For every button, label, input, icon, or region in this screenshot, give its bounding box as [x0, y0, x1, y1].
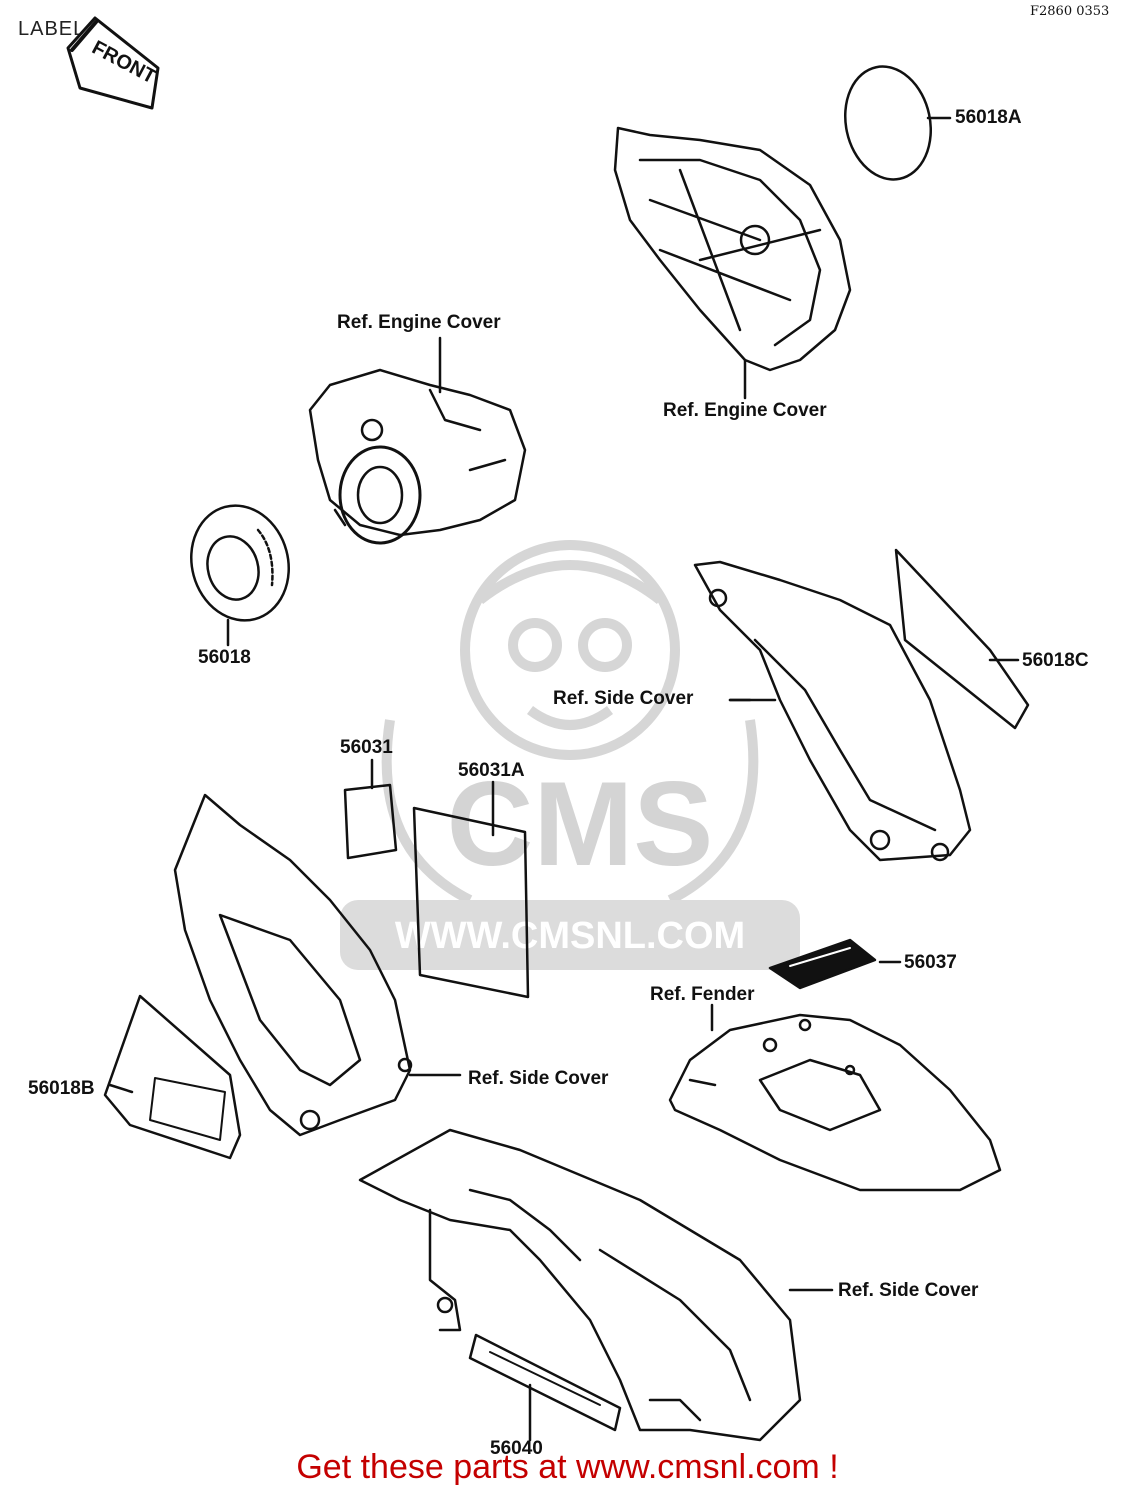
ref-engine-cover-upper: Ref. Engine Cover — [337, 312, 501, 333]
label-56018 — [190, 504, 290, 647]
side-cover-right-upper — [693, 560, 972, 862]
label-56037 — [768, 938, 902, 990]
watermark-url: WWW.CMSNL.COM — [395, 915, 745, 957]
label-56018A — [843, 65, 933, 181]
fender — [668, 1003, 1002, 1192]
label-56031 — [343, 783, 398, 860]
cms-watermark: CMS WWW.CMSNL.COM — [340, 540, 800, 970]
ref-engine-cover-right: Ref. Engine Cover — [663, 400, 827, 421]
ref-side-cover-middle: Ref. Side Cover — [468, 1068, 609, 1089]
label-56031A — [412, 806, 530, 999]
side-cover-lower — [358, 1128, 834, 1442]
ref-side-cover-upper: Ref. Side Cover — [553, 688, 694, 709]
ref-fender: Ref. Fender — [650, 984, 755, 1005]
front-arrow-label: FRONT — [66, 16, 160, 110]
part-56037: 56037 — [904, 952, 957, 973]
side-cover-left — [173, 793, 462, 1137]
label-56018C — [894, 548, 1030, 730]
part-56031: 56031 — [340, 737, 393, 758]
label-56018B — [103, 994, 242, 1160]
ref-side-cover-lower: Ref. Side Cover — [838, 1280, 979, 1301]
part-56018: 56018 — [198, 647, 251, 668]
figure-code: F2860 0353 — [1030, 4, 1110, 19]
engine-cover-left — [308, 336, 527, 545]
engine-cover-right — [613, 126, 852, 400]
part-56018A: 56018A — [955, 107, 1022, 128]
part-56040: 56040 — [490, 1438, 543, 1459]
part-56031A: 56031A — [458, 760, 525, 781]
part-56018B: 56018B — [28, 1078, 95, 1099]
page-title: LABEL — [18, 18, 86, 40]
part-56018C: 56018C — [1022, 650, 1089, 671]
promo-link[interactable]: Get these parts at www.cmsnl.com ! — [296, 1448, 839, 1486]
label-56040 — [468, 1333, 622, 1442]
